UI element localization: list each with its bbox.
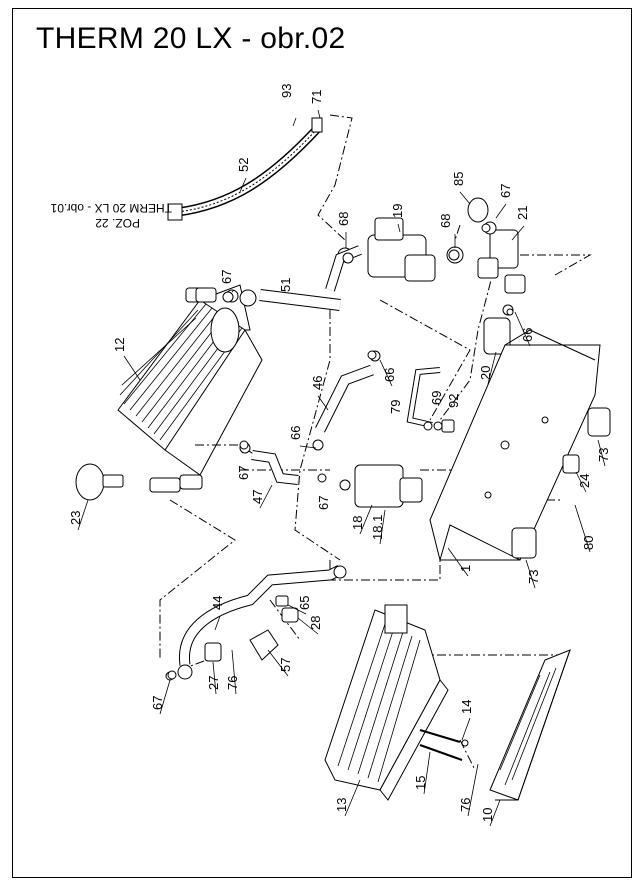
sensor-23: [75, 463, 181, 501]
label-57: 57: [278, 658, 293, 672]
pipe-46: [312, 350, 381, 451]
label-46: 46: [310, 376, 325, 390]
gas-valve-18: [339, 464, 423, 508]
label-93: 93: [279, 84, 294, 98]
label-14: 14: [459, 700, 474, 714]
label-44: 44: [210, 596, 225, 610]
cover-57: [249, 629, 279, 661]
label-92: 92: [446, 394, 461, 408]
label-13: 13: [334, 798, 349, 812]
label-73b: 73: [526, 570, 541, 584]
label-66c: 66: [288, 426, 303, 440]
label-52: 52: [236, 158, 251, 172]
label-67d: 67: [316, 496, 331, 510]
ref-obr01: THERM 20 LX - obr.01: [50, 201, 172, 215]
pipe-79: [406, 367, 455, 433]
drawing-title: THERM 20 LX - obr.02: [36, 22, 346, 55]
label-65: 65: [297, 596, 312, 610]
label-85: 85: [451, 172, 466, 186]
label-67a: 67: [498, 184, 513, 198]
fitting-73-top: [587, 407, 611, 437]
label-69: 69: [429, 391, 444, 405]
label-47: 47: [250, 490, 265, 504]
ref-notes: POZ. 22 THERM 20 LX - obr.01: [50, 201, 172, 230]
pipe-51: [195, 245, 362, 311]
burner-tray-10: [489, 649, 571, 801]
fitting-73-bottom: [511, 527, 537, 559]
part-labels: 93 71 52 85 67 68 19 68 21 67 51 12 66 6…: [68, 84, 611, 822]
frame-bracket-1: [429, 329, 601, 561]
flex-hose-52: [167, 117, 323, 221]
label-19: 19: [390, 204, 405, 218]
drawing-frame: [12, 8, 632, 878]
label-67e: 67: [150, 696, 165, 710]
label-24: 24: [577, 474, 592, 488]
label-1: 1: [458, 565, 473, 572]
label-80: 80: [581, 536, 596, 550]
label-67b: 67: [219, 270, 234, 284]
ref-poz: POZ. 22: [95, 216, 140, 230]
label-21: 21: [515, 206, 530, 220]
label-18: 18: [350, 516, 365, 530]
label-27: 27: [206, 676, 221, 690]
label-51: 51: [278, 278, 293, 292]
label-66b: 66: [382, 368, 397, 382]
label-15: 15: [413, 776, 428, 790]
label-10: 10: [480, 808, 495, 822]
seal-rings: [167, 223, 514, 680]
label-73a: 73: [596, 448, 611, 462]
label-79: 79: [388, 400, 403, 414]
pressure-switch-20: [483, 304, 514, 355]
label-28: 28: [308, 616, 323, 630]
fitting-24: [562, 454, 580, 474]
valve-block-21: [467, 197, 526, 294]
label-76a: 76: [225, 676, 240, 690]
label-71: 71: [309, 90, 324, 104]
leader-lines: [77, 109, 606, 827]
part-65-28: [275, 595, 299, 623]
burner-13: [324, 604, 449, 801]
label-67c: 67: [236, 466, 251, 480]
electrode-14-15: [419, 729, 469, 761]
label-20: 20: [478, 366, 493, 380]
label-68a: 68: [336, 212, 351, 226]
heat-exchanger-12: [117, 284, 263, 490]
label-68b: 68: [438, 214, 453, 228]
label-12: 12: [112, 338, 127, 352]
clip-27: [204, 642, 222, 662]
label-23: 23: [68, 511, 83, 525]
